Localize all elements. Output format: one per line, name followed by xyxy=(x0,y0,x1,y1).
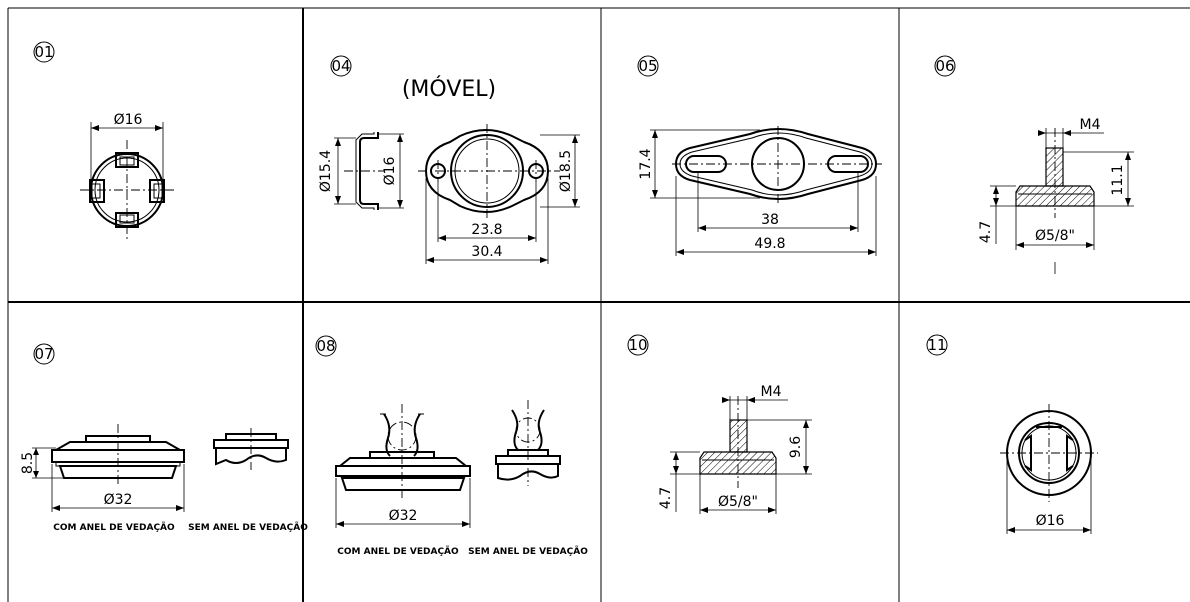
dimension-part-11: Ø16 xyxy=(1006,456,1092,534)
item-number-07: 07 xyxy=(33,343,55,365)
svg-text:10: 10 xyxy=(628,336,647,354)
svg-text:4.7: 4.7 xyxy=(658,487,674,509)
svg-text:Ø16: Ø16 xyxy=(114,112,143,128)
label-with-seal: COM ANEL DE VEDAÇÃO xyxy=(53,522,175,533)
grid-lines xyxy=(7,7,1190,602)
svg-text:Ø5/8": Ø5/8" xyxy=(718,494,758,510)
item-number-11: 11 xyxy=(926,334,948,356)
svg-text:9.6: 9.6 xyxy=(788,436,804,458)
item-number-05: 05 xyxy=(637,55,659,77)
svg-text:49.8: 49.8 xyxy=(754,236,785,252)
item-number-08: 08 xyxy=(315,335,337,357)
label-with-seal: COM ANEL DE VEDAÇÃO xyxy=(337,546,459,557)
svg-text:Ø5/8": Ø5/8" xyxy=(1035,228,1075,244)
part-07-without-seal xyxy=(213,428,289,470)
svg-text:38: 38 xyxy=(761,212,779,228)
svg-text:Ø16: Ø16 xyxy=(1036,513,1065,529)
label-without-seal: SEM ANEL DE VEDAÇÃO xyxy=(188,522,308,533)
svg-text:08: 08 xyxy=(316,337,335,355)
cell-05: 05 17.4 38 xyxy=(637,55,882,256)
label-without-seal: SEM ANEL DE VEDAÇÃO xyxy=(468,546,588,557)
cell-04: 04 (MÓVEL) Ø15.4 Ø16 xyxy=(318,55,580,264)
svg-text:Ø15.4: Ø15.4 xyxy=(318,150,334,192)
part-05-drawing xyxy=(672,126,882,204)
cell-08: 08 Ø32 COM ANEL DE VEDAÇÃO xyxy=(315,335,588,557)
cell-01: 01 Ø16 xyxy=(33,41,176,240)
dimension-part-07: 8.5 Ø32 xyxy=(20,447,185,512)
svg-text:M4: M4 xyxy=(761,384,782,400)
svg-text:Ø18.5: Ø18.5 xyxy=(558,150,574,192)
part-08-with-seal xyxy=(335,404,471,498)
dimension-part-10: M4 9.6 4.7 Ø5/8" xyxy=(658,384,812,514)
svg-text:M4: M4 xyxy=(1080,117,1101,133)
dimension-front: Ø18.5 23.8 30.4 xyxy=(425,134,580,264)
svg-text:01: 01 xyxy=(34,43,53,61)
svg-text:11.1: 11.1 xyxy=(1110,164,1126,195)
part-01-drawing xyxy=(80,140,176,240)
svg-text:17.4: 17.4 xyxy=(638,148,654,179)
dimension-side-diameters: Ø15.4 Ø16 xyxy=(318,133,404,209)
svg-text:Ø32: Ø32 xyxy=(389,508,418,524)
svg-text:06: 06 xyxy=(935,57,954,75)
dimension-part-05: 17.4 38 49.8 xyxy=(638,129,877,256)
svg-text:Ø32: Ø32 xyxy=(104,492,133,508)
cell-06: 06 M4 11.1 4.7 xyxy=(934,55,1134,274)
item-number-10: 10 xyxy=(627,334,649,356)
part-04-side-view xyxy=(344,132,384,210)
item-number-06: 06 xyxy=(934,55,956,77)
part-11-drawing xyxy=(1000,404,1098,502)
part-07-with-seal xyxy=(51,424,185,486)
part-08-without-seal xyxy=(495,400,561,486)
cell-11: 11 Ø16 xyxy=(926,334,1098,534)
svg-text:4.7: 4.7 xyxy=(978,221,994,243)
dimension-diameter: Ø16 xyxy=(90,112,164,180)
cell-07: 07 8.5 Ø32 COM ANEL DE VEDAÇÃO xyxy=(20,343,308,533)
svg-text:Ø16: Ø16 xyxy=(382,156,398,185)
item-number-04: 04 xyxy=(330,55,352,77)
svg-text:8.5: 8.5 xyxy=(20,452,36,474)
svg-text:04: 04 xyxy=(331,57,350,75)
item-number-01: 01 xyxy=(33,41,55,63)
part-04-front-view xyxy=(418,124,560,220)
movable-note: (MÓVEL) xyxy=(402,76,496,102)
svg-text:23.8: 23.8 xyxy=(471,222,502,238)
part-06-drawing xyxy=(1015,128,1095,274)
svg-text:11: 11 xyxy=(927,336,946,354)
svg-text:07: 07 xyxy=(34,345,53,363)
svg-text:30.4: 30.4 xyxy=(471,244,502,260)
part-10-drawing xyxy=(699,396,777,488)
dimension-part-06: M4 11.1 4.7 Ø5/8" xyxy=(978,117,1134,250)
svg-text:05: 05 xyxy=(638,57,657,75)
dimension-part-08: Ø32 xyxy=(335,478,471,528)
cell-10: 10 M4 9.6 4.7 xyxy=(627,334,812,514)
